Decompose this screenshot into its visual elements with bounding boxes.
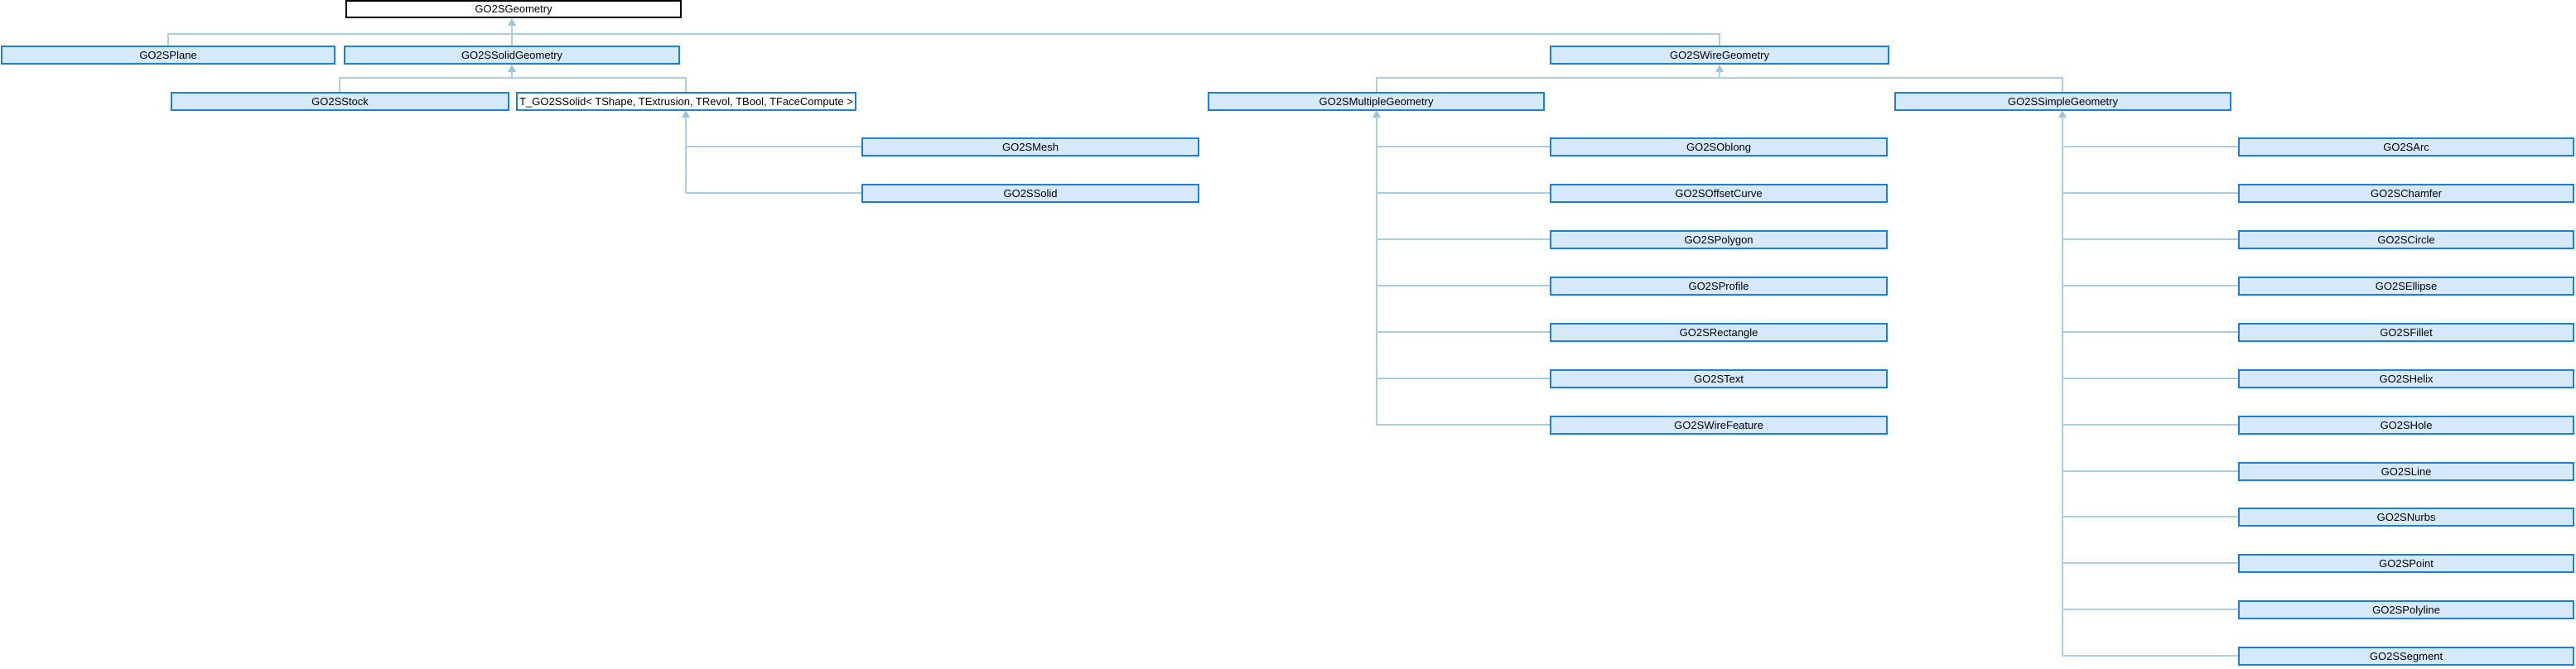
inheritance-edge <box>1377 146 1550 147</box>
arrow-up-icon <box>682 110 690 118</box>
class-node-go2ssimplegeometry[interactable]: GO2SSimpleGeometry <box>1894 92 2231 111</box>
arrow-up-icon <box>1715 65 1724 72</box>
inheritance-edge <box>1719 33 1720 46</box>
class-node-go2ssolidgeometry[interactable]: GO2SSolidGeometry <box>344 46 680 65</box>
class-node-go2sstock[interactable]: GO2SStock <box>171 92 509 111</box>
inheritance-edge <box>1377 77 2062 79</box>
class-node-go2shelix[interactable]: GO2SHelix <box>2238 369 2574 388</box>
inheritance-edge <box>1377 378 1550 379</box>
inheritance-edge <box>2062 609 2238 610</box>
inheritance-edge <box>1377 331 1550 333</box>
inheritance-edge <box>167 33 169 46</box>
class-node-go2smesh[interactable]: GO2SMesh <box>861 137 1199 156</box>
class-node-go2schamfer[interactable]: GO2SChamfer <box>2238 184 2574 203</box>
arrow-up-icon <box>1372 110 1381 118</box>
class-node-go2snurbs[interactable]: GO2SNurbs <box>2238 508 2574 527</box>
inheritance-edge <box>685 77 687 92</box>
inheritance-edge <box>2062 378 2238 379</box>
inheritance-edge <box>1377 238 1550 240</box>
arrow-up-icon <box>2058 110 2067 118</box>
inheritance-edge <box>2062 77 2063 92</box>
inheritance-edge <box>2062 285 2238 286</box>
class-node-go2spoint[interactable]: GO2SPoint <box>2238 554 2574 573</box>
class-node-go2sprofile[interactable]: GO2SProfile <box>1550 277 1888 296</box>
inheritance-edge <box>2062 655 2238 657</box>
class-node-go2ssolid[interactable]: GO2SSolid <box>861 184 1199 203</box>
inheritance-edge <box>340 77 686 79</box>
class-node-go2stext[interactable]: GO2SText <box>1550 369 1888 388</box>
class-node-go2splane[interactable]: GO2SPlane <box>1 46 335 65</box>
inheritance-edge <box>2062 516 2238 517</box>
inheritance-edge <box>2062 331 2238 333</box>
inheritance-edge <box>2062 238 2238 240</box>
class-node-go2sgeometry: GO2SGeometry <box>345 0 682 18</box>
class-node-go2smultiplegeometry[interactable]: GO2SMultipleGeometry <box>1208 92 1545 111</box>
class-node-go2sellipse[interactable]: GO2SEllipse <box>2238 277 2574 296</box>
inheritance-edge <box>686 146 861 147</box>
inheritance-edge <box>2062 562 2238 564</box>
arrow-up-icon <box>508 65 516 72</box>
inheritance-edge <box>1377 424 1550 426</box>
inheritance-edge <box>2062 192 2238 194</box>
inheritance-edge <box>2062 146 2238 147</box>
inheritance-edge <box>685 117 687 194</box>
inheritance-edge <box>168 33 1720 35</box>
inheritance-edge <box>339 77 340 92</box>
inheritance-edge <box>2062 424 2238 426</box>
class-node-go2srectangle[interactable]: GO2SRectangle <box>1550 323 1888 342</box>
inheritance-edge <box>511 71 513 79</box>
class-node-go2soffsetcurve[interactable]: GO2SOffsetCurve <box>1550 184 1888 203</box>
inheritance-edge <box>511 25 513 46</box>
class-node-go2swiregeometry[interactable]: GO2SWireGeometry <box>1550 46 1889 65</box>
inheritance-edge <box>1377 285 1550 286</box>
class-node-go2soblong[interactable]: GO2SOblong <box>1550 137 1888 156</box>
class-node-go2spolyline[interactable]: GO2SPolyline <box>2238 600 2574 619</box>
class-node-t-go2ssolid-template: T_GO2SSolid< TShape, TExtrusion, TRevol,… <box>516 92 856 111</box>
arrow-up-icon <box>508 18 516 26</box>
inheritance-edge <box>2062 117 2063 657</box>
class-node-go2ssegment[interactable]: GO2SSegment <box>2238 647 2574 666</box>
inheritance-edge <box>686 192 861 194</box>
class-node-go2sline[interactable]: GO2SLine <box>2238 462 2574 481</box>
class-node-go2sarc[interactable]: GO2SArc <box>2238 137 2574 156</box>
inheritance-edge <box>2062 470 2238 472</box>
class-node-go2sfillet[interactable]: GO2SFillet <box>2238 323 2574 342</box>
class-node-go2scircle[interactable]: GO2SCircle <box>2238 230 2574 249</box>
inheritance-edge <box>1376 77 1377 92</box>
inheritance-edge <box>1376 117 1377 426</box>
class-node-go2swirefeature[interactable]: GO2SWireFeature <box>1550 416 1888 435</box>
inheritance-edge <box>1719 71 1720 79</box>
class-node-go2shole[interactable]: GO2SHole <box>2238 416 2574 435</box>
inheritance-edge <box>1377 192 1550 194</box>
class-node-go2spolygon[interactable]: GO2SPolygon <box>1550 230 1888 249</box>
